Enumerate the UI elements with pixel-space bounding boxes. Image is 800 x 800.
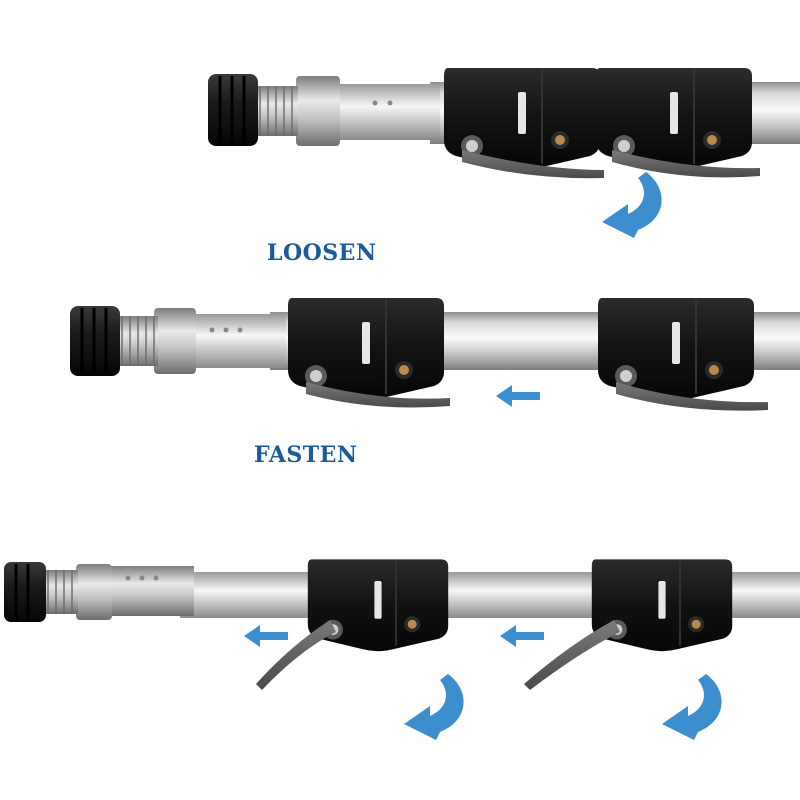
hex-fitting (296, 76, 340, 146)
pole-row-loosen (208, 67, 800, 238)
rotate-arrow-icon (662, 674, 722, 740)
clamp-lever-1 (306, 382, 450, 408)
left-arrow-icon (500, 625, 544, 647)
fasten-label: FASTEN (254, 442, 358, 468)
pole-row-fasten (70, 297, 800, 411)
clamp-lever-2 (612, 150, 760, 178)
left-arrow-icon (496, 385, 540, 407)
rotate-arrow-icon (404, 674, 464, 740)
left-arrow-icon (244, 625, 288, 647)
inner-tube (330, 84, 440, 140)
clamp-lever-2 (616, 382, 768, 411)
clamp-lever-open-1 (256, 620, 336, 690)
rotate-arrow-icon (602, 172, 662, 238)
hex-fitting (76, 564, 112, 620)
inner-tube (190, 314, 286, 368)
clamp-lever-open-2 (524, 620, 620, 690)
quick-connect-knob (4, 562, 46, 622)
thread-section (116, 316, 158, 366)
pole-row-extend (4, 558, 800, 740)
hex-fitting (154, 308, 196, 374)
clamp-lever-1 (462, 150, 604, 179)
clamp-1 (306, 558, 450, 653)
loosen-label: LOOSEN (267, 240, 377, 266)
clamp-2 (590, 558, 734, 653)
inner-tube (108, 566, 194, 616)
